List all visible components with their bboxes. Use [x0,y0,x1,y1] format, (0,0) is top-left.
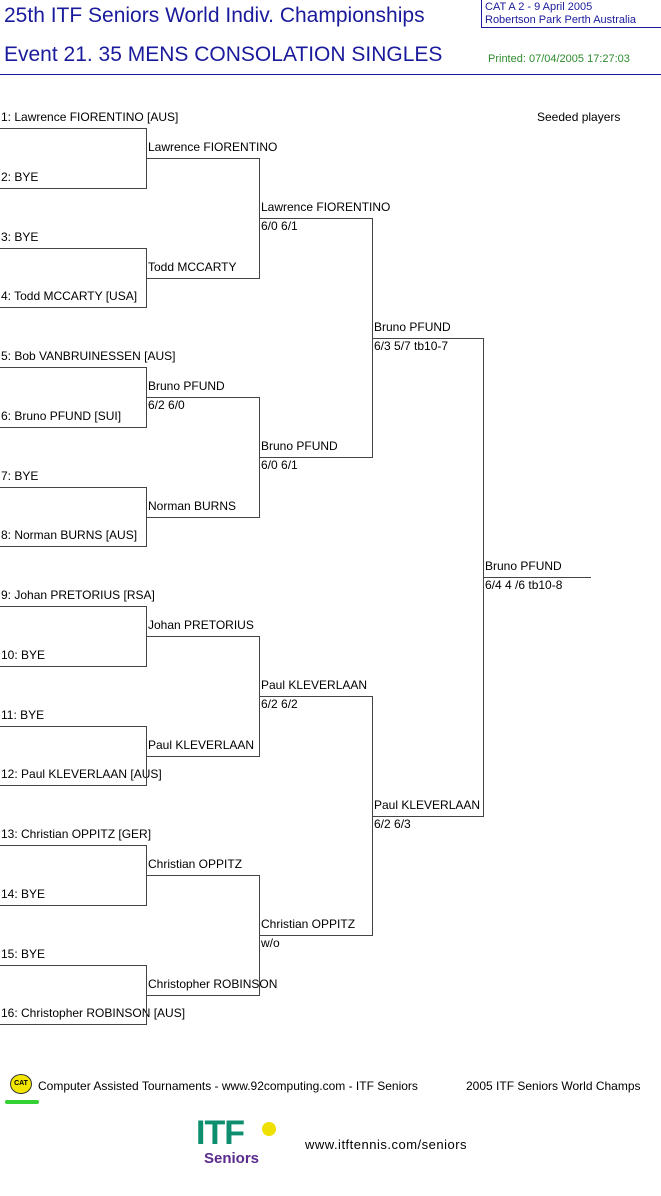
venue: Robertson Park Perth Australia [485,14,637,26]
bracket-line [146,636,259,637]
winner-name: Todd MCCARTY [148,260,237,274]
bracket-line [259,696,372,697]
tennis-ball-icon [262,1122,276,1136]
bracket-line [0,487,146,488]
player-entry: 14: BYE [1,887,46,901]
bracket-line [259,218,372,219]
bracket-line [0,307,146,308]
match-score: 6/0 6/1 [261,458,298,472]
bracket-line [0,248,146,249]
match-score: w/o [261,936,280,950]
bracket-line [259,935,372,936]
match-score: 6/2 6/3 [374,817,411,831]
player-entry: 16: Christopher ROBINSON [AUS] [1,1006,186,1020]
bracket-line [0,188,146,189]
player-entry: 13: Christian OPPITZ [GER] [1,827,152,841]
winner-name: Norman BURNS [148,499,237,513]
match-score: 6/2 6/2 [261,697,298,711]
bracket-line [0,546,146,547]
bracket-line [146,995,259,996]
player-entry: 7: BYE [1,469,39,483]
player-entry: 12: Paul KLEVERLAAN [AUS] [1,767,162,781]
player-entry: 15: BYE [1,947,46,961]
bracket-line [0,726,146,727]
player-entry: 4: Todd MCCARTY [USA] [1,289,138,303]
bracket-line [146,158,259,159]
footer-event: 2005 ITF Seniors World Champs [466,1079,641,1093]
bracket-line [0,965,146,966]
match-score: 6/2 6/0 [148,398,185,412]
bracket-line [146,517,259,518]
event-title: Event 21. 35 MENS CONSOLATION SINGLES [4,43,443,66]
bracket-line [146,397,259,398]
itf-seniors-logo: ITF Seniors [196,1114,282,1174]
bracket-line [146,875,259,876]
winner-name: Paul KLEVERLAAN [148,738,255,752]
bracket-line [146,756,259,757]
itf-seniors-url[interactable]: www.itftennis.com/seniors [305,1137,468,1152]
winner-name: Christian OPPITZ [148,857,243,871]
winner-name: Christian OPPITZ [261,917,356,931]
player-entry: 5: Bob VANBRUINESSEN [AUS] [1,349,176,363]
bracket-line [372,338,483,339]
bracket-line [0,845,146,846]
bracket-line [0,905,146,906]
header-info: CAT A 2 - 9 April 2005 Robertson Park Pe… [485,1,636,27]
winner-name: Bruno PFUND [374,320,451,334]
match-score: 6/0 6/1 [261,219,298,233]
player-entry: 2: BYE [1,170,39,184]
bracket-line [0,606,146,607]
winner-name: Christopher ROBINSON [148,977,278,991]
winner-name: Johan PRETORIUS [148,618,254,632]
winner-name: Bruno PFUND [261,439,338,453]
category-dates: CAT A 2 - 9 April 2005 [485,1,593,13]
bracket-line [483,577,591,578]
bracket-line [372,816,483,817]
bracket-line [146,278,259,279]
bracket-line [0,785,146,786]
bracket-line [0,1024,146,1025]
player-entry: 8: Norman BURNS [AUS] [1,528,138,542]
bracket-line [0,367,146,368]
bracket-line [0,666,146,667]
winner-name: Paul KLEVERLAAN [374,798,481,812]
header-divider [0,74,661,75]
player-entry: 10: BYE [1,648,46,662]
player-entry: 6: Bruno PFUND [SUI] [1,409,122,423]
winner-name: Paul KLEVERLAAN [261,678,368,692]
bracket-line [0,128,146,129]
player-entry: 9: Johan PRETORIUS [RSA] [1,588,155,602]
tournament-title: 25th ITF Seniors World Indiv. Championsh… [4,4,425,27]
header-info-box [481,0,661,28]
cat-logo-underline [5,1100,39,1104]
winner-name: Lawrence FIORENTINO [261,200,391,214]
champion-name: Bruno PFUND [485,559,562,573]
cat-logo-icon: CAT [10,1074,32,1094]
winner-name: Bruno PFUND [148,379,225,393]
final-score: 6/4 4 /6 tb10-8 [485,578,563,592]
player-entry: 1: Lawrence FIORENTINO [AUS] [1,110,179,124]
footer-credits: Computer Assisted Tournaments - www.92co… [38,1079,418,1093]
bracket-line [0,427,146,428]
seeded-players-label: Seeded players [537,110,621,124]
itf-logo-subtitle: Seniors [204,1150,260,1167]
match-score: 6/3 5/7 tb10-7 [374,339,449,353]
printed-timestamp: Printed: 07/04/2005 17:27:03 [488,53,630,65]
player-entry: 3: BYE [1,230,39,244]
bracket-line [259,457,372,458]
itf-logo-text: ITF [196,1114,245,1152]
player-entry: 11: BYE [1,708,45,722]
winner-name: Lawrence FIORENTINO [148,140,278,154]
